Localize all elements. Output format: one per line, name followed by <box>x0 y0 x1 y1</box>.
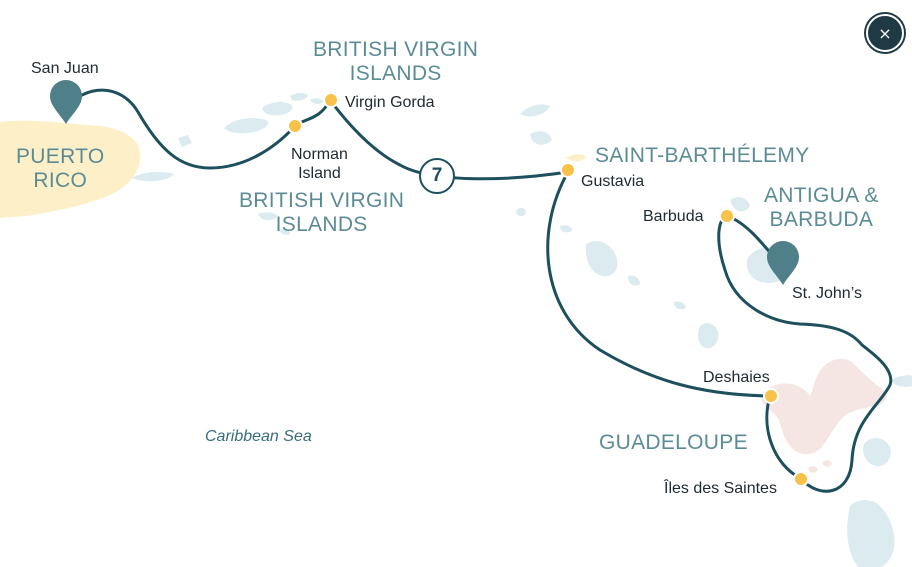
nights-badge: 7 <box>419 158 455 194</box>
barbuda-land <box>730 197 750 212</box>
marie-galante-island <box>863 438 891 467</box>
close-icon: × <box>878 23 892 43</box>
port-label-iles-des-saintes: Îles des Saintes <box>664 480 777 497</box>
region-label-puerto-rico: PUERTO RICO <box>16 145 105 192</box>
port-label-text: Norman Island <box>291 146 348 182</box>
region-label-bvi-top: BRITISH VIRGIN ISLANDS <box>313 38 479 85</box>
cruise-route <box>64 88 893 493</box>
redonda-island <box>698 323 719 349</box>
port-label-virgin-gorda: Virgin Gorda <box>345 94 435 111</box>
stop-marker-gustavia[interactable] <box>560 162 576 178</box>
sea-label: Caribbean Sea <box>205 428 312 445</box>
dominica-island <box>847 500 895 567</box>
puerto-rico-land <box>0 120 141 218</box>
bvi-small-islands <box>258 212 290 235</box>
region-label-bvi-bottom: BRITISH VIRGIN ISLANDS <box>239 189 405 236</box>
port-label-deshaies: Deshaies <box>703 369 770 386</box>
region-label-antigua-barbuda: ANTIGUA & BARBUDA <box>764 184 879 231</box>
land-layer <box>0 92 912 567</box>
montserrat-island <box>674 301 686 310</box>
culebra-island <box>178 135 192 147</box>
map-pin-icon[interactable] <box>767 241 799 285</box>
stop-marker-norman-island[interactable] <box>287 118 303 134</box>
la-desirade-island <box>890 375 912 387</box>
saint-barthelemy-land <box>566 154 586 162</box>
bvi-islands <box>262 92 324 116</box>
close-button[interactable]: × <box>866 14 904 52</box>
guadeloupe-land <box>762 358 887 455</box>
usvi-islands <box>224 118 269 134</box>
stop-marker-barbuda[interactable] <box>719 208 735 224</box>
port-label-st-johns: St. John’s <box>792 285 862 302</box>
port-label-norman-island: Norman Island <box>291 145 348 183</box>
nights-count: 7 <box>431 165 443 186</box>
region-label-saint-barthelemy: SAINT-BARTHÉLEMY <box>595 144 810 167</box>
stop-marker-virgin-gorda[interactable] <box>323 92 339 108</box>
port-label-san-juan: San Juan <box>31 60 99 77</box>
port-label-gustavia: Gustavia <box>581 173 645 190</box>
stop-marker-iles-des-saintes[interactable] <box>793 471 809 487</box>
st-kitts-nevis-islands <box>585 241 640 286</box>
vieques-island <box>132 171 174 182</box>
stop-marker-deshaies[interactable] <box>763 388 779 404</box>
region-label-guadeloupe: GUADELOUPE <box>599 431 748 454</box>
map-pin-icon[interactable] <box>50 80 82 124</box>
les-saintes-land <box>808 460 832 473</box>
saba-statia-islands <box>516 208 572 233</box>
port-label-barbuda: Barbuda <box>643 208 704 225</box>
anguilla-island <box>520 104 552 145</box>
